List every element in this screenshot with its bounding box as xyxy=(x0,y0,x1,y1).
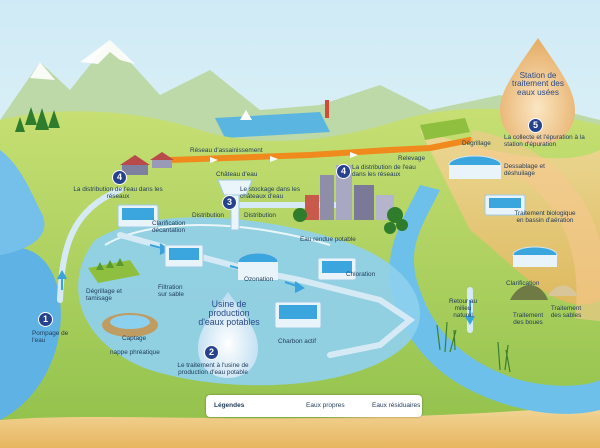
label-clarification: Clarification xyxy=(506,280,540,287)
farm xyxy=(120,152,174,175)
station-title: Station de traitement des eaux usées xyxy=(512,71,564,97)
label-captage: Captage xyxy=(122,335,147,342)
label-dessablage: Dessablage et déshuilage xyxy=(504,163,545,178)
legend-waste-water: Eaux résiduaires xyxy=(372,402,421,409)
label-degrillage-tamisage: Dégrillage et tamisage xyxy=(86,288,122,303)
waste-arrows xyxy=(210,152,358,163)
step-4-label-a: La distribution de l'eau dans les réseau… xyxy=(73,186,163,201)
sand-bottom xyxy=(0,405,600,448)
step-3-label: Le stockage dans les châteaux d'eau xyxy=(240,186,301,201)
label-traitement-boues: Traitement des boues xyxy=(512,312,544,327)
label-chloration: Chloration xyxy=(346,271,376,278)
plant-title: Usine de production d'eaux potables xyxy=(198,299,260,327)
tanks xyxy=(88,118,578,337)
label-distribution-a: Distribution xyxy=(192,212,224,219)
step-4-badge-b: 4 xyxy=(336,164,351,179)
label-reseau-assainissement: Réseau d'assainissement xyxy=(190,147,263,154)
step-2-badge: 2 xyxy=(204,345,219,360)
legend: Légendes Eaux propres Eaux résiduaires xyxy=(206,395,422,417)
label-eau-rendue: Eau rendue potable xyxy=(300,236,356,243)
label-distribution-b: Distribution xyxy=(244,212,276,219)
town xyxy=(305,165,394,220)
station-drop xyxy=(500,38,575,145)
label-retour: Retour au milieu naturel xyxy=(448,298,478,320)
river xyxy=(389,185,600,414)
label-chateau: Château d'eau xyxy=(216,171,258,178)
label-clarification-decantation: Clarification décantation xyxy=(152,220,186,235)
step-5-badge: 5 xyxy=(528,118,543,133)
step-3-badge: 3 xyxy=(222,195,237,210)
label-nappe: nappe phréatique xyxy=(110,349,160,356)
trees xyxy=(15,107,408,234)
label-charbon: Charbon actif xyxy=(278,338,317,345)
label-filtration: Filtration sur sable xyxy=(158,284,184,299)
step-1-label: Pompage de l'eau xyxy=(32,330,69,345)
label-degrillage: Dégrillage xyxy=(462,140,491,147)
label-biologique: Traitement biologique en bassin d'aérati… xyxy=(514,210,576,225)
label-relevage: Relevage xyxy=(398,155,426,162)
legend-title: Légendes xyxy=(214,402,245,409)
step-4-badge-a: 4 xyxy=(112,170,127,185)
label-traitement-sables: Traitement des sables xyxy=(550,305,582,320)
step-4-label-b: La distribution de l'eau dans les réseau… xyxy=(352,164,416,179)
step-5-label: La collecte et l'épuration à la station … xyxy=(504,134,585,149)
step-1-badge: 1 xyxy=(38,312,53,327)
water-tower xyxy=(217,179,253,231)
legend-clean-water: Eaux propres xyxy=(306,402,345,409)
label-ozonation: Ozonation xyxy=(244,276,274,283)
reeds xyxy=(436,321,511,373)
left-lake xyxy=(0,247,61,420)
step-2-label: Le traitement à l'usine de production d'… xyxy=(177,362,249,377)
